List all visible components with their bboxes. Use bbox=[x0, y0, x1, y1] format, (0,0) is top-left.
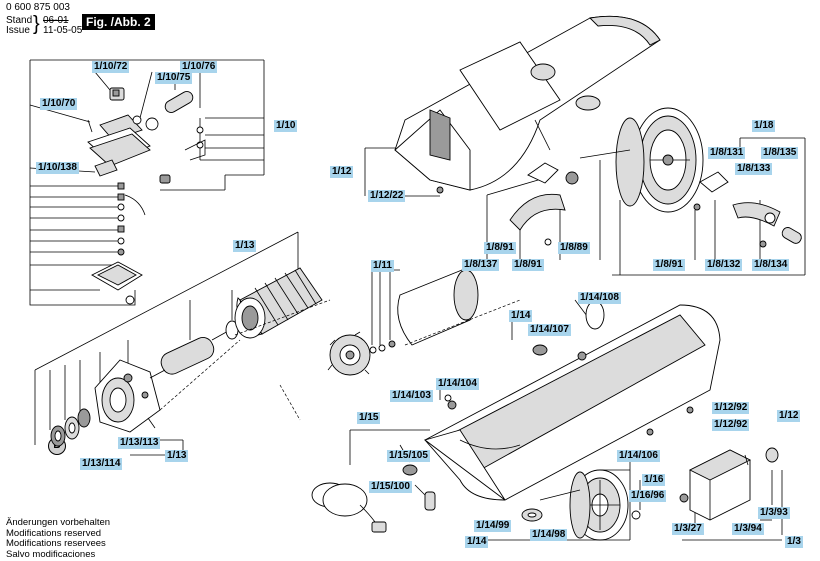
note-line: Modifications reserved bbox=[6, 527, 102, 539]
part-number: 0 600 875 003 bbox=[6, 2, 70, 13]
label-1-3-93: 1/3/93 bbox=[758, 507, 790, 519]
new-date: 11-05-05 bbox=[43, 25, 83, 36]
label-1-3-94: 1/3/94 bbox=[732, 523, 764, 535]
footer-notes: Änderungen vorbehalten Modifications res… bbox=[6, 517, 111, 560]
label-1-8-135: 1/8/135 bbox=[761, 147, 799, 159]
label-1-12-22: 1/12/22 bbox=[368, 190, 406, 202]
cable-group bbox=[311, 429, 436, 533]
fan-group bbox=[279, 269, 521, 421]
label-1-13-114: 1/13/114 bbox=[80, 458, 123, 470]
switch-group-parts bbox=[87, 87, 206, 305]
label-1-8-89: 1/8/89 bbox=[558, 242, 590, 254]
lower-housing bbox=[424, 299, 721, 501]
note-line: Salvo modificaciones bbox=[6, 548, 96, 560]
label-1-13-bottom: 1/13 bbox=[165, 450, 189, 462]
label-1-14-99: 1/14/99 bbox=[474, 520, 512, 532]
label-1-8-133: 1/8/133 bbox=[735, 163, 773, 175]
label-1-12-right: 1/12 bbox=[777, 410, 801, 422]
label-1-15: 1/15 bbox=[357, 412, 381, 424]
label-1-3: 1/3 bbox=[785, 536, 803, 548]
label-1-15-105: 1/15/105 bbox=[387, 450, 430, 462]
figure-title: Fig. /Abb. 2 bbox=[82, 14, 155, 30]
label-1-14-103: 1/14/103 bbox=[390, 390, 433, 402]
label-1-8-132: 1/8/132 bbox=[705, 259, 743, 271]
label-1-14-108: 1/14/108 bbox=[578, 292, 621, 304]
label-1-12-92-b: 1/12/92 bbox=[712, 419, 750, 431]
stand-label: Stand bbox=[6, 15, 33, 26]
issue-label: Issue bbox=[6, 25, 30, 36]
label-1-10-70: 1/10/70 bbox=[40, 98, 78, 110]
label-1-14-106: 1/14/106 bbox=[617, 450, 660, 462]
label-1-8-131: 1/8/131 bbox=[708, 147, 746, 159]
label-1-14-bottom: 1/14 bbox=[465, 536, 489, 548]
label-1-10-138: 1/10/138 bbox=[36, 162, 79, 174]
label-1-14-top: 1/14 bbox=[509, 310, 533, 322]
label-1-12-92-a: 1/12/92 bbox=[712, 402, 750, 414]
label-1-13-top: 1/13 bbox=[233, 240, 257, 252]
label-1-11: 1/11 bbox=[371, 260, 394, 272]
label-1-18: 1/18 bbox=[752, 120, 776, 132]
motor-group bbox=[34, 231, 331, 456]
label-1-13-113: 1/13/113 bbox=[118, 437, 161, 449]
label-1-10-72: 1/10/72 bbox=[92, 61, 130, 73]
label-1-8-91-a: 1/8/91 bbox=[484, 242, 516, 254]
label-1-14-104: 1/14/104 bbox=[436, 378, 479, 390]
label-1-8-91-c: 1/8/91 bbox=[653, 259, 685, 271]
label-1-12-top: 1/12 bbox=[330, 166, 354, 178]
note-line: Änderungen vorbehalten bbox=[6, 517, 111, 528]
label-1-16-96: 1/16/96 bbox=[629, 490, 667, 502]
label-1-8-134: 1/8/134 bbox=[752, 259, 790, 271]
label-1-3-27: 1/3/27 bbox=[672, 523, 704, 535]
label-1-14-98: 1/14/98 bbox=[530, 529, 568, 541]
label-1-16: 1/16 bbox=[642, 474, 666, 486]
upper-housing bbox=[364, 15, 661, 197]
label-1-8-137: 1/8/137 bbox=[462, 259, 500, 271]
label-1-10-76: 1/10/76 bbox=[180, 61, 218, 73]
label-1-10: 1/10 bbox=[274, 120, 298, 132]
brace: } bbox=[33, 13, 40, 35]
wheel-group bbox=[470, 450, 641, 541]
label-1-10-75: 1/10/75 bbox=[155, 72, 193, 84]
cable-reel bbox=[486, 107, 806, 276]
label-1-8-91-b: 1/8/91 bbox=[512, 259, 544, 271]
note-line: Modifications reservees bbox=[6, 538, 106, 549]
label-1-15-100: 1/15/100 bbox=[369, 481, 412, 493]
old-date: 06-01 bbox=[43, 15, 69, 26]
capacitor-group bbox=[679, 447, 783, 541]
label-1-14-107: 1/14/107 bbox=[528, 324, 571, 336]
